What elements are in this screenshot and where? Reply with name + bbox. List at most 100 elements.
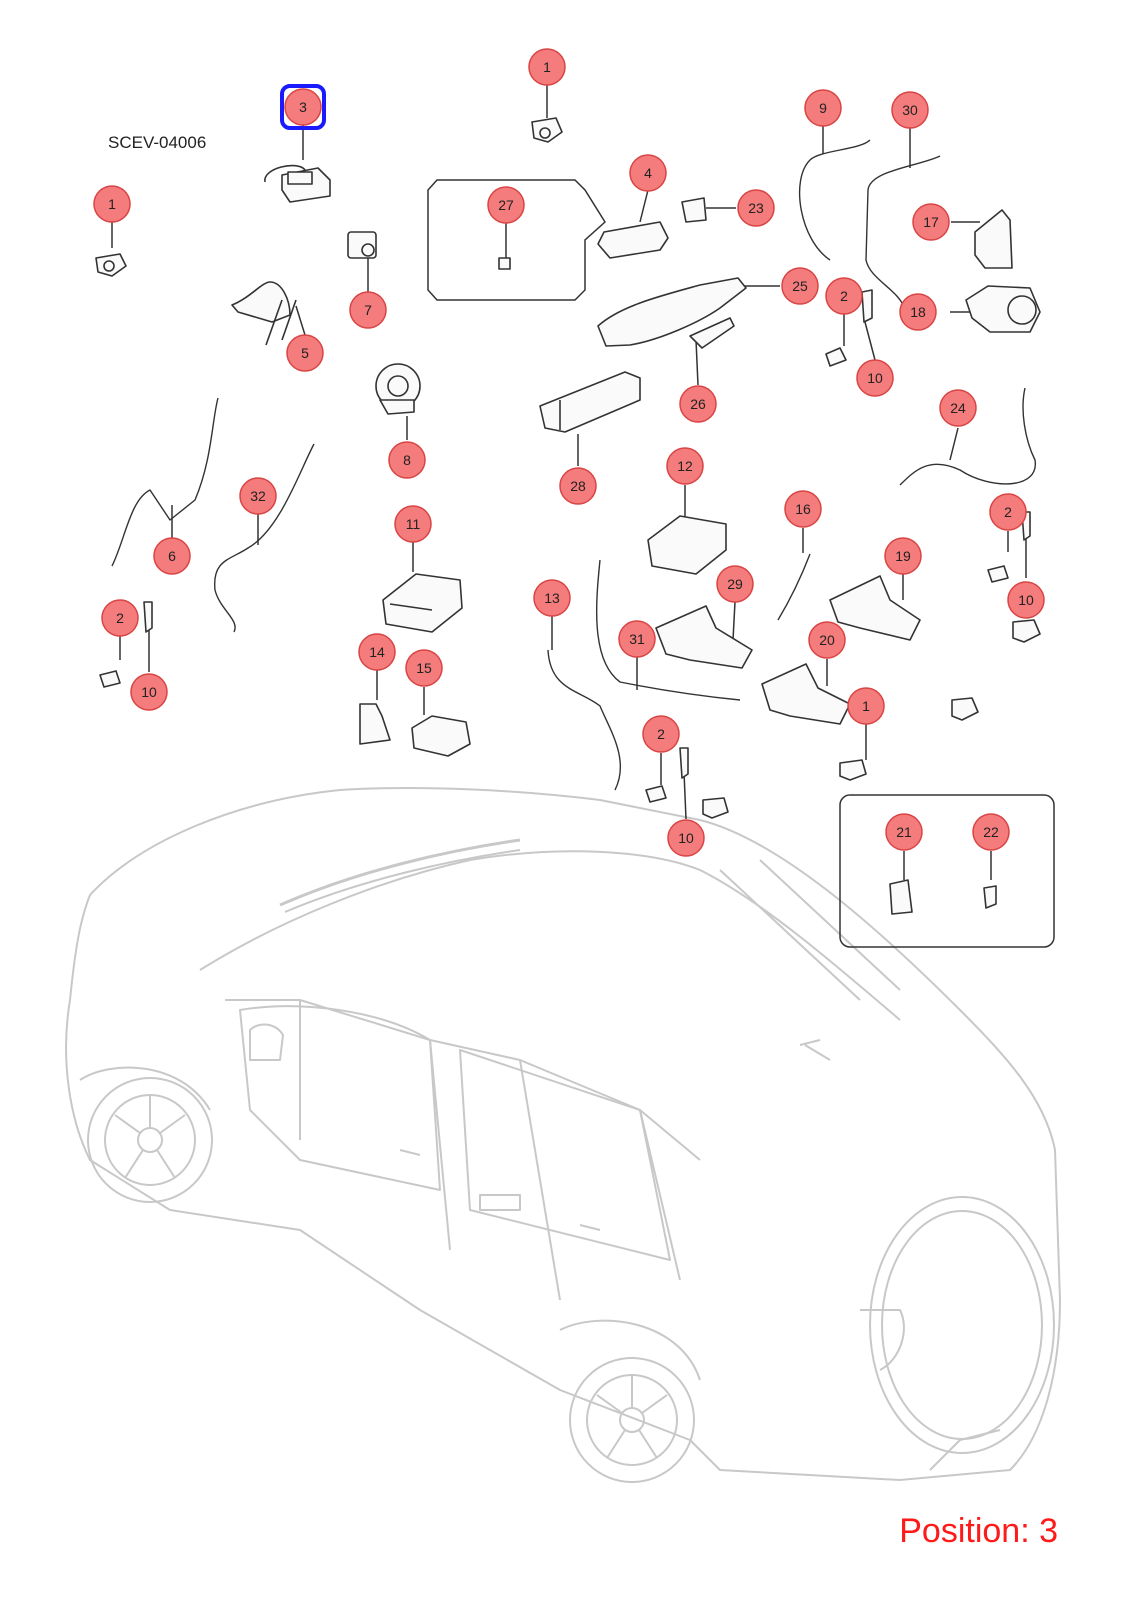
callout-25: 25 [781,267,819,305]
callout-circle [559,467,597,505]
callout-21: 21 [885,813,923,851]
callout-26: 26 [679,385,717,423]
callout-circle [989,493,1027,531]
callout-label: 3 [299,99,307,115]
part-22-clip [983,885,997,909]
callout-circle [642,715,680,753]
callout-label: 22 [983,824,999,840]
callout-17: 17 [912,203,950,241]
callout-circle [825,277,863,315]
callout-circle [884,537,922,575]
callout-circle [781,267,819,305]
callout-10: 10 [1007,581,1045,619]
callout-circle [349,291,387,329]
part-23-bracket [681,197,707,223]
callout-circle [286,334,324,372]
callout-24: 24 [939,389,977,427]
callout-label: 10 [1018,592,1034,608]
callout-9: 9 [804,89,842,127]
callout-label: 13 [544,590,560,606]
callout-circle [666,447,704,485]
callout-2: 2 [642,715,680,753]
callout-circle [847,687,885,725]
callout-label: 32 [250,488,266,504]
callout-27: 27 [487,186,525,224]
callout-label: 8 [403,452,411,468]
callout-30: 30 [891,91,929,129]
callout-label: 26 [690,396,706,412]
part-28-lamp [539,371,641,433]
part-27-clip [498,257,511,270]
part-19-lamp [829,575,921,641]
callout-label: 11 [406,516,421,532]
callout-16: 16 [784,490,822,528]
callout-label: 7 [364,302,372,318]
callout-circle [1007,581,1045,619]
part-3-switch [264,164,331,203]
callout-circle [101,599,139,637]
diagram-code: SCEV-04006 [108,133,207,152]
callout-circle [487,186,525,224]
callout-circle [856,359,894,397]
callout-label: 16 [795,501,811,517]
part-1-sensor-right [702,619,1041,819]
callout-label: 1 [862,698,870,714]
part-18-actuator [965,285,1041,333]
callout-22: 22 [972,813,1010,851]
callout-circle [784,490,822,528]
callout-7: 7 [349,291,387,329]
part-29-lamp [655,605,753,669]
callout-3: 3 [280,84,326,130]
callout-label: 2 [657,726,665,742]
wheel-speed-wires [111,139,1036,791]
callout-label: 2 [840,288,848,304]
vehicle-outline [65,787,1061,1483]
callout-label: 14 [369,644,385,660]
callout-label: 19 [895,548,911,564]
callout-label: 2 [116,610,124,626]
callout-4: 4 [629,154,667,192]
callout-1: 1 [528,48,566,86]
callout-circle [899,293,937,331]
callout-label: 2 [1004,504,1012,520]
callout-13: 13 [533,579,571,617]
callout-5: 5 [286,334,324,372]
callout-circle [93,185,131,223]
callout-label: 21 [896,824,912,840]
part-5-horn [231,281,297,346]
part-26-trim [689,317,735,349]
callout-label: 1 [108,196,116,212]
callout-label: 31 [629,631,645,647]
callout-circle [891,91,929,129]
callout-label: 27 [498,197,514,213]
callout-label: 10 [141,684,157,700]
callout-32: 32 [239,477,277,515]
callout-label: 23 [748,200,764,216]
callout-label: 25 [792,278,808,294]
callout-circle [716,565,754,603]
part-1-sensor-left [95,253,127,277]
callout-label: 9 [819,100,827,116]
callout-10: 10 [856,359,894,397]
callout-20: 20 [808,621,846,659]
callout-28: 28 [559,467,597,505]
callout-2: 2 [101,599,139,637]
callout-circle [284,88,322,126]
callout-label: 30 [902,102,918,118]
part-7-sensor [347,231,377,259]
callout-highlight [280,84,326,130]
part-25-console [597,277,747,347]
callout-18: 18 [899,293,937,331]
callout-circle [808,621,846,659]
callout-10: 10 [130,673,168,711]
part-15-module [411,715,471,757]
part-21-clip [889,879,913,915]
callout-label: 28 [570,478,586,494]
callout-circle [528,48,566,86]
callout-label: 29 [727,576,743,592]
callout-circle [885,813,923,851]
callout-2: 2 [825,277,863,315]
callout-label: 17 [923,214,939,230]
callout-circle [939,389,977,427]
